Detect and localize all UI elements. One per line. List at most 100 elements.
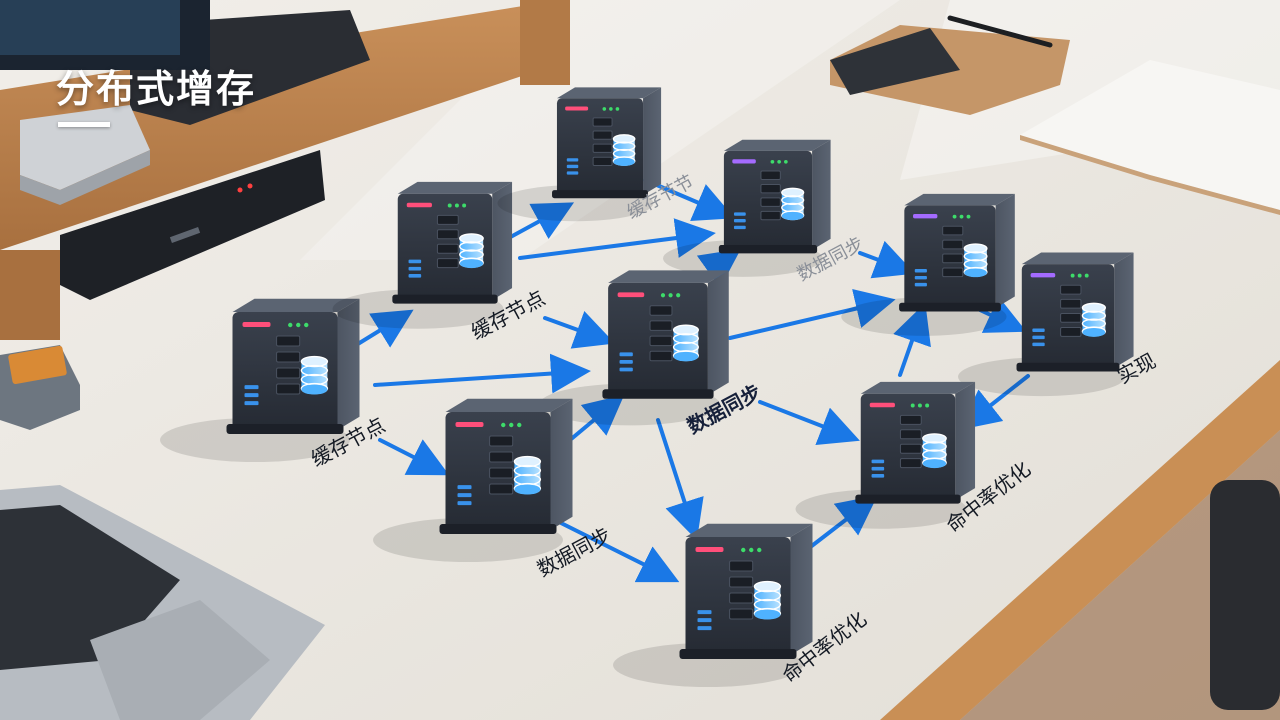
server-top — [445, 398, 573, 412]
server-side — [337, 298, 360, 430]
server-side — [955, 381, 976, 500]
indicator-light — [741, 547, 746, 553]
indicator-light — [777, 159, 781, 164]
vent-light — [457, 501, 472, 506]
drive-bay — [649, 305, 673, 316]
drive-bay — [729, 608, 754, 620]
title-underline — [58, 122, 110, 127]
indicator-light — [447, 203, 452, 208]
indicator-light — [952, 214, 957, 219]
drive-bay — [592, 117, 613, 127]
indicator-light — [288, 322, 293, 328]
mini-pc — [20, 105, 150, 190]
vent-light — [697, 610, 712, 615]
flow-arrow — [978, 296, 1027, 333]
status-led — [617, 292, 645, 298]
shelf-leg — [0, 250, 60, 340]
indicator-light — [609, 107, 613, 111]
desk-wood-edge — [880, 360, 1280, 720]
flow-arrow — [959, 374, 1030, 430]
server-top — [685, 523, 813, 537]
vent-light — [697, 618, 712, 623]
drive-bay — [489, 483, 514, 495]
status-led — [565, 106, 589, 111]
indicator-light — [959, 214, 964, 219]
vent-light — [408, 266, 422, 271]
indicator-light — [660, 293, 666, 298]
cache-server-node — [841, 193, 1015, 336]
vent-light — [408, 259, 422, 264]
vent-light — [244, 401, 259, 406]
flow-arrow — [503, 202, 575, 242]
indicator-light — [602, 107, 607, 111]
indicator-light — [757, 547, 762, 553]
drive-bay — [592, 143, 613, 153]
drive-bay — [489, 451, 514, 463]
floor-shadow — [960, 430, 1280, 720]
server-top — [723, 139, 831, 151]
flow-arrow — [728, 288, 896, 340]
drive-bay — [729, 592, 754, 604]
chair — [1210, 480, 1280, 710]
server-base — [439, 524, 557, 534]
vent-light — [244, 385, 259, 390]
drive-bay — [436, 229, 459, 240]
drive-bay — [649, 320, 673, 331]
server-base — [392, 294, 498, 304]
vent-light — [1032, 342, 1045, 347]
drive-bay — [1060, 327, 1082, 337]
indicator-light — [296, 322, 301, 328]
drive-bay — [489, 467, 514, 479]
vent-light — [619, 360, 633, 364]
indicator-light — [925, 403, 930, 408]
status-led — [242, 322, 271, 327]
drive-bay — [899, 414, 922, 425]
server-base — [899, 302, 1001, 312]
open-document — [1020, 60, 1280, 210]
server-top — [232, 298, 360, 312]
cache-server-node — [795, 381, 976, 529]
flow-arrow — [893, 302, 931, 377]
server-base — [226, 424, 344, 434]
server-layer — [160, 87, 1134, 687]
drive-bay — [760, 183, 781, 194]
flow-arrow — [543, 513, 680, 583]
drive-bay — [942, 225, 964, 236]
drive-bay — [276, 351, 301, 363]
indicator-light — [676, 293, 681, 298]
status-led — [913, 214, 938, 219]
cache-server-node — [160, 298, 360, 462]
cache-server-node — [373, 398, 573, 562]
vent-light — [733, 219, 746, 223]
slide-title: 分布式增存 — [56, 67, 257, 111]
cache-server-node — [332, 181, 513, 329]
drive-bay — [1060, 284, 1082, 295]
drive-bay — [649, 335, 673, 347]
cache-server-node — [958, 252, 1134, 397]
vent-light — [566, 171, 579, 175]
vent-light — [871, 459, 885, 464]
server-side — [707, 270, 729, 395]
server-side — [550, 398, 573, 530]
vent-light — [914, 275, 927, 280]
flow-arrow — [858, 240, 915, 279]
indicator-light — [966, 214, 971, 219]
drive-bay — [942, 267, 964, 278]
indicator-light — [1070, 273, 1075, 278]
server-top — [1021, 252, 1134, 265]
flow-arrow — [758, 400, 860, 445]
drive-bay — [592, 130, 613, 140]
notebook-dark — [830, 28, 960, 95]
indicator-light — [454, 203, 459, 208]
vent-light — [914, 282, 927, 287]
vent-light — [733, 212, 746, 216]
vent-light — [1032, 328, 1045, 333]
status-led — [455, 422, 484, 427]
server-base — [552, 190, 648, 199]
server-top — [904, 193, 1015, 206]
drive-bay — [489, 435, 514, 447]
status-led — [869, 402, 895, 408]
indicator-light — [304, 322, 309, 328]
drive-bay — [276, 335, 301, 347]
indicator-light — [517, 422, 522, 428]
